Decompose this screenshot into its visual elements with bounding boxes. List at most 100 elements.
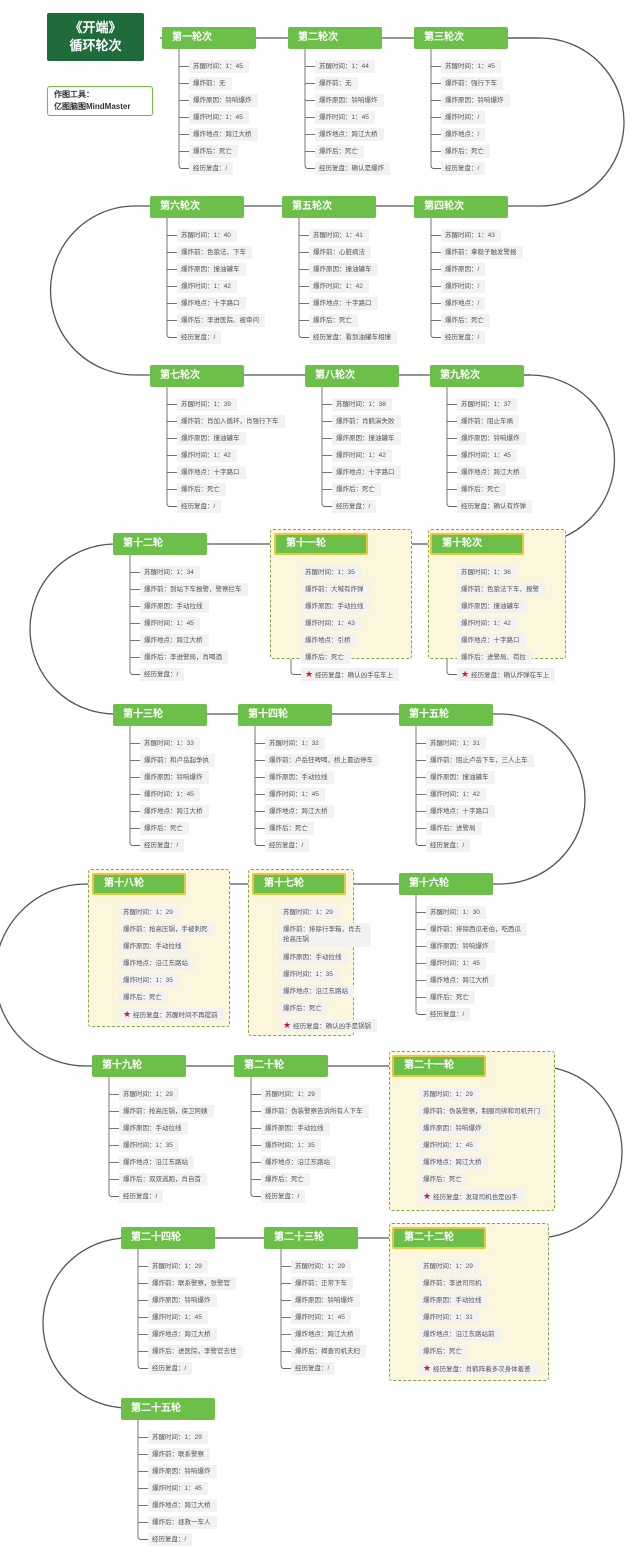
round-item-text: 经历复盘：确认是爆炸: [319, 165, 384, 172]
round-item-text: 爆炸前：到站下车报警，警察拦车: [144, 586, 242, 593]
round-title[interactable]: 第十一轮: [274, 533, 368, 555]
round-item-text: 爆炸原因：手动拉线: [283, 954, 342, 961]
round-item: 爆炸原因：撞油罐车: [309, 263, 378, 276]
round-item: 苏醒时间：1：43: [441, 229, 501, 242]
round-item: 爆炸地点：十字路口: [177, 297, 246, 310]
round-item: 爆炸后：死亡: [261, 1173, 310, 1186]
round-item: 爆炸原因：/: [441, 263, 486, 276]
round-item-text: 爆炸后：揭查司机夫妇: [295, 1348, 360, 1355]
round-item: ★经历复盘：确认炸弹在车上: [457, 668, 556, 681]
round-title[interactable]: 第十轮次: [430, 533, 524, 555]
round-item: 爆炸原因：铃响爆炸: [457, 432, 526, 445]
round-title[interactable]: 第十六轮: [399, 873, 493, 895]
round-item: 苏醒时间：1：29: [119, 1088, 179, 1101]
round-item: 爆炸原因：手动拉线: [419, 1294, 488, 1307]
round-item: 爆炸前：联系警察: [148, 1448, 210, 1461]
round-title[interactable]: 第八轮次: [305, 365, 399, 387]
round-title[interactable]: 第二轮次: [288, 27, 382, 49]
round-title[interactable]: 第十四轮: [238, 704, 332, 726]
round-item-text: 经历复盘：/: [123, 1193, 158, 1200]
round-title[interactable]: 第一轮次: [162, 27, 256, 49]
round-item-text: 经历复盘：苏醒时间不再提前: [133, 1012, 218, 1019]
round-title[interactable]: 第十五轮: [399, 704, 493, 726]
round-item: 爆炸地点：沿江东路站: [261, 1156, 336, 1169]
round-item-text: 爆炸原因：铃响爆炸: [423, 1125, 482, 1132]
round-title[interactable]: 第四轮次: [414, 196, 508, 218]
round-item: 爆炸前：色狼法下车、报警: [457, 583, 545, 596]
round-item-text: 经历复盘：肖鹤阵着多次身体羞差: [433, 1366, 531, 1373]
round-item: 经历复盘：/: [426, 1008, 471, 1021]
round-title[interactable]: 第二十三轮: [264, 1227, 358, 1249]
round-item-text: 苏醒时间：1：40: [181, 232, 231, 239]
round-item: 爆炸原因：手动拉线: [119, 940, 188, 953]
round-item-text: 爆炸前：肖鹤演失败: [336, 418, 395, 425]
round-item-text: 爆炸地点：沿江东路站: [123, 960, 188, 967]
round-item-text: 爆炸前：抢高压锅，手被刺死: [123, 926, 208, 933]
round-title[interactable]: 第二十五轮: [121, 1398, 215, 1420]
round-title[interactable]: 第十七轮: [252, 873, 346, 895]
round-item: 爆炸原因：撞油罐车: [457, 600, 526, 613]
round-item: 爆炸原因：铃响爆炸: [291, 1294, 360, 1307]
round-item-text: 苏醒时间：1：29: [123, 1091, 173, 1098]
round-item: 经历复盘：确认是爆炸: [315, 162, 390, 175]
round-item-text: 爆炸时间：1：42: [430, 791, 480, 798]
round-title[interactable]: 第七轮次: [150, 365, 244, 387]
round-item: 经历复盘：/: [265, 839, 310, 852]
round-item-text: 爆炸前：伪装警察告诉所有人下车: [265, 1108, 363, 1115]
round-item: 爆炸地点：十字路口: [177, 466, 246, 479]
round-item-text: 爆炸前：色狼法下车、报警: [461, 586, 539, 593]
round-item-text: 爆炸前：正常下车: [295, 1280, 347, 1287]
round-title[interactable]: 第五轮次: [282, 196, 376, 218]
round-item: 经历复盘：/: [148, 1362, 193, 1375]
round-item-text: 爆炸时间：1：45: [269, 791, 319, 798]
round-item: 苏醒时间：1：34: [140, 566, 200, 579]
round-item: 苏醒时间：1：41: [309, 229, 369, 242]
round-title[interactable]: 第十二轮: [113, 533, 207, 555]
round-item-text: 爆炸原因：撞油罐车: [430, 774, 489, 781]
round-item-text: 爆炸地点：十字路口: [336, 469, 395, 476]
round-title[interactable]: 第九轮次: [430, 365, 524, 387]
round-item-text: 爆炸地点：跨江大桥: [461, 469, 520, 476]
round-item-text: 爆炸后：进警局: [430, 825, 476, 832]
round-item: 经历复盘：确认有炸弹: [457, 500, 532, 513]
round-item-text: 爆炸原因：撞油罐车: [461, 603, 520, 610]
round-title[interactable]: 第十八轮: [92, 873, 186, 895]
round-item-text: 爆炸时间：1：42: [336, 452, 386, 459]
round-item: 爆炸前：肖鹤演失败: [332, 415, 401, 428]
round-item: 爆炸时间：1：45: [140, 617, 200, 630]
bracket-line: [137, 1420, 148, 1540]
round-title[interactable]: 第十三轮: [113, 704, 207, 726]
round-item: 爆炸原因：撞油罐车: [177, 432, 246, 445]
round-item: 苏醒时间：1：29: [279, 906, 339, 919]
round-item: 苏醒时间：1：36: [457, 566, 517, 579]
round-title[interactable]: 第二十轮: [234, 1055, 328, 1077]
round-item-text: 爆炸原因：铃响爆炸: [152, 1297, 211, 1304]
round-item-text: 爆炸后：死亡: [445, 317, 484, 324]
round-item-text: 苏醒时间：1：38: [336, 401, 386, 408]
main-title: 《开端》 循环轮次: [47, 13, 144, 61]
round-title[interactable]: 第二十二轮: [392, 1227, 486, 1249]
round-item-text: 苏醒时间：1：44: [319, 63, 369, 70]
round-item: 爆炸地点：跨江大桥: [189, 128, 258, 141]
round-item: 爆炸地点：跨江大桥: [291, 1328, 360, 1341]
round-item-text: 爆炸原因：手动拉线: [305, 603, 364, 610]
round-title[interactable]: 第六轮次: [150, 196, 244, 218]
round-item: 爆炸原因：手动拉线: [301, 600, 370, 613]
round-title[interactable]: 第十九轮: [92, 1055, 186, 1077]
round-item-text: 爆炸后：拯救一车人: [152, 1519, 211, 1526]
round-title[interactable]: 第三轮次: [414, 27, 508, 49]
round-item-text: 爆炸地点：跨江大桥: [295, 1331, 354, 1338]
bracket-line: [178, 49, 189, 169]
round-title[interactable]: 第二十四轮: [121, 1227, 215, 1249]
round-item: 经历复盘：/: [332, 500, 377, 513]
round-item: 爆炸前：大喊有炸弹: [301, 583, 370, 596]
round-item-text: 苏醒时间：1：43: [445, 232, 495, 239]
round-item: 爆炸时间：1：42: [457, 617, 517, 630]
round-item: 经历复盘：/: [291, 1362, 336, 1375]
round-item-text: 经历复盘：确认凶手是锅锅: [293, 1023, 372, 1030]
round-title[interactable]: 第二十一轮: [392, 1055, 486, 1077]
round-item-text: 经历复盘：确认炸弹在车上: [471, 672, 550, 679]
round-item: 爆炸地点：沿江东路站: [119, 957, 194, 970]
round-item: ★经历复盘：肖鹤阵着多次身体羞差: [419, 1362, 537, 1375]
round-item-text: 经历复盘：/: [144, 671, 179, 678]
